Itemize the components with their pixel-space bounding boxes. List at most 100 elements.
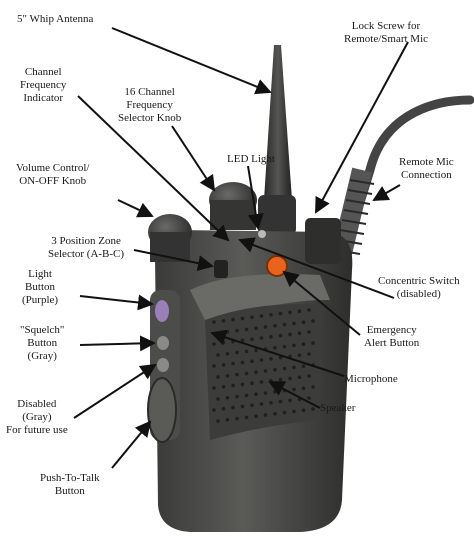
label-remote-mic-connection-line: Remote Mic (399, 156, 454, 168)
speaker-hole (307, 330, 311, 334)
label-channel-frequency-indicator-line: Channel (24, 66, 62, 78)
speaker-hole (307, 396, 311, 400)
label-speaker-line: Speaker (320, 402, 356, 414)
speaker-hole (292, 387, 296, 392)
label-emergency-alert-line: Emergency (366, 324, 417, 336)
speaker-hole (235, 328, 239, 333)
speaker-hole (254, 392, 258, 397)
label-push-to-talk-line: Button (54, 485, 85, 497)
speaker-hole (301, 364, 306, 369)
speaker-hole (244, 371, 249, 376)
speaker-hole (240, 404, 245, 409)
speaker-hole (225, 418, 230, 422)
speaker-hole (259, 358, 264, 362)
push-to-talk-button[interactable] (147, 377, 177, 443)
pointer-lines (73, 27, 409, 469)
speaker-hole (250, 315, 254, 320)
whip-antenna (264, 45, 292, 200)
speaker-hole (288, 332, 292, 337)
label-disabled-button: Disabled(Gray)For future use (6, 398, 68, 437)
speaker-hole (250, 359, 254, 364)
label-channel-frequency-indicator-line: Frequency (20, 79, 67, 91)
speaker-hole (240, 316, 245, 321)
speaker-hole (307, 308, 311, 312)
speaker-hole (297, 309, 302, 314)
label-led-light-line: LED Light (227, 153, 275, 165)
label-whip-antenna-line: 5" Whip Antenna (17, 13, 94, 25)
speaker-hole (301, 342, 306, 347)
label-squelch-button-line: (Gray) (27, 350, 57, 362)
speaker-hole (259, 314, 264, 318)
speaker-hole (212, 386, 216, 390)
label-led-light: LED Light (227, 153, 275, 166)
speaker-hole (307, 352, 311, 356)
label-lock-screw-line: Lock Screw for (351, 20, 421, 32)
label-channel-frequency-indicator-line: Indicator (23, 92, 64, 104)
speaker-hole (259, 380, 264, 384)
speaker-hole (250, 381, 254, 386)
label-light-button-line: (Purple) (22, 294, 59, 306)
speaker-hole (269, 401, 273, 405)
speaker-hole (278, 355, 283, 360)
speaker-hole (240, 360, 245, 365)
speaker-hole (278, 399, 283, 404)
speaker-hole (301, 408, 306, 413)
label-microphone-line: Microphone (344, 373, 398, 385)
label-push-to-talk-line: Push-To-Talk (40, 472, 100, 484)
speaker-hole (254, 348, 258, 353)
speaker-hole (311, 385, 315, 389)
speaker-hole (282, 366, 287, 371)
speaker-hole (259, 402, 264, 406)
speaker-hole (259, 336, 264, 340)
speaker-hole (297, 375, 302, 380)
speaker-hole (301, 386, 306, 391)
speaker-hole (254, 370, 258, 375)
speaker-hole (221, 341, 226, 345)
label-light-button-line: Button (25, 281, 55, 293)
speaker-hole (235, 350, 239, 355)
speaker-hole (235, 416, 239, 421)
label-speaker: Speaker (320, 402, 355, 415)
speaker-hole (263, 413, 268, 417)
zone-selector-switch[interactable] (214, 260, 228, 278)
speaker-hole (216, 397, 220, 401)
speaker-hole (231, 317, 235, 322)
speaker-hole (292, 365, 296, 370)
label-emergency-alert-line: Alert Button (364, 337, 420, 349)
emergency-alert-button[interactable] (266, 255, 288, 277)
light-button[interactable] (155, 300, 169, 322)
label-disabled-button-line: Disabled (17, 398, 57, 410)
speaker-hole (292, 409, 296, 414)
speaker-hole (231, 405, 235, 410)
speaker-hole (282, 344, 287, 349)
squelch-button[interactable] (157, 336, 169, 350)
label-microphone: Microphone (344, 373, 398, 386)
speaker-hole (216, 375, 220, 379)
speaker-hole (250, 337, 254, 342)
remote-mic-cable (328, 95, 474, 273)
speaker-hole (244, 415, 249, 420)
speaker-hole (231, 361, 235, 366)
speaker-hole (288, 398, 292, 403)
label-zone-selector-line: Selector (A-B-C) (48, 248, 125, 260)
speaker-hole (221, 319, 226, 323)
label-concentric-switch-line: (disabled) (396, 288, 441, 300)
speaker-hole (292, 321, 296, 326)
label-zone-selector-line: 3 Position Zone (51, 235, 121, 247)
speaker-hole (273, 368, 277, 372)
speaker-hole (273, 412, 277, 416)
label-light-button-line: Light (28, 268, 52, 280)
speaker-hole (216, 419, 220, 423)
speaker-hole (221, 363, 226, 367)
speaker-hole (221, 407, 226, 411)
speaker-hole (250, 403, 254, 408)
label-squelch-button-line: Button (27, 337, 58, 349)
speaker-hole (244, 349, 249, 354)
